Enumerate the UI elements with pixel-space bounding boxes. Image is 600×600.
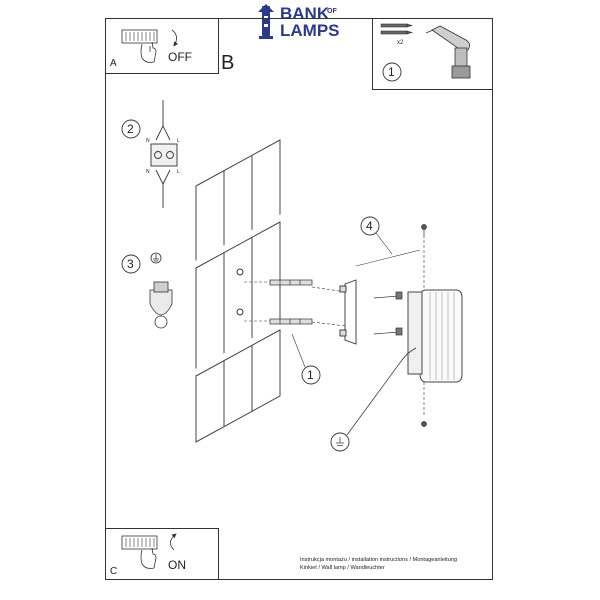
step-2-number: 2: [127, 122, 134, 136]
step-4-number: 4: [366, 219, 373, 233]
footer-text: Instrukcja montażu / installation instru…: [300, 556, 490, 572]
instruction-frame: [105, 18, 493, 580]
step-1b-number: 1: [307, 368, 314, 382]
step-1-number: 1: [388, 65, 395, 79]
panel-a: [105, 18, 219, 74]
brand-word-2: LAMPS: [280, 21, 340, 40]
wire-l-bottom: L: [177, 169, 180, 175]
tools-panel: [372, 18, 493, 90]
wire-n-top: N: [146, 138, 150, 144]
panel-c-state: ON: [168, 558, 186, 572]
panel-c-letter: C: [110, 566, 118, 577]
step-3-number: 3: [127, 257, 134, 271]
section-b-letter: B: [221, 52, 235, 74]
footer-line-2: Kinkiet / Wall lamp / Wandleuchter: [300, 565, 385, 571]
panel-a-letter: A: [110, 58, 117, 69]
tools-qty: x2: [397, 40, 404, 46]
brand-word-of: OF: [327, 8, 337, 15]
panel-c: [105, 528, 219, 580]
wire-n-bottom: N: [146, 169, 150, 175]
panel-a-state: OFF: [168, 50, 192, 64]
wire-l-top: L: [177, 138, 180, 144]
footer-line-1: Instrukcja montażu / installation instru…: [300, 557, 458, 563]
